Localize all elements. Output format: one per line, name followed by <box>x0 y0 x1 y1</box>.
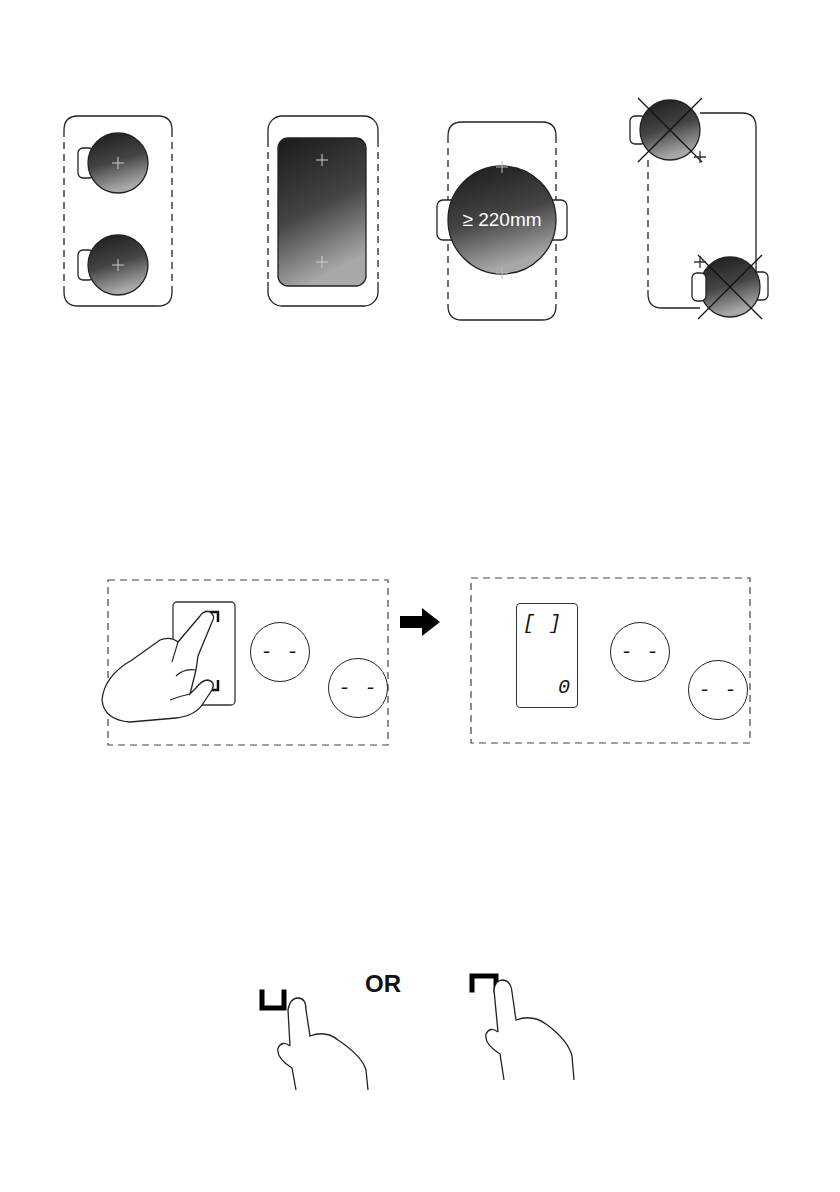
display-digits: [ ] <box>523 612 562 635</box>
control-display: [ ] 0 <box>516 603 578 708</box>
zone-display: - - <box>610 622 670 682</box>
display-digits: - - <box>620 641 659 664</box>
or-label: OR <box>365 970 401 998</box>
display-digits: - - <box>338 677 377 700</box>
display-digits: - - <box>698 679 737 702</box>
pot-size-circle: ≥ 220mm <box>447 165 557 275</box>
size-label: ≥ 220mm <box>462 209 541 231</box>
display-digits: 0 <box>558 676 571 699</box>
zone-display: - - <box>328 658 388 718</box>
zone-display: - - <box>688 660 748 720</box>
zone-display: - - <box>250 622 310 682</box>
display-digits: - - <box>260 641 299 664</box>
